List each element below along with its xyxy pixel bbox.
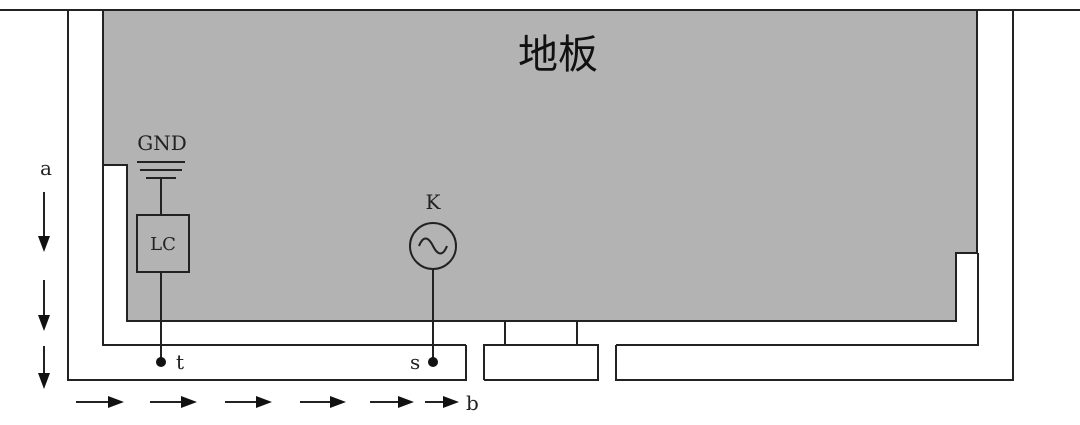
point-s-dot: [428, 357, 438, 367]
point-t-label: t: [176, 350, 184, 374]
lc-label: LC: [150, 234, 176, 255]
arrow-right-icon: [76, 396, 124, 408]
arrow-right-icon: [425, 396, 459, 408]
arrow-down-icon: [38, 346, 50, 389]
arrow-right-icon: [150, 396, 197, 408]
source-k-label: K: [426, 190, 442, 214]
gnd-label: GND: [137, 131, 187, 155]
point-t-dot: [156, 357, 166, 367]
arrow-right-icon: [370, 396, 414, 408]
floor-title: 地板: [518, 32, 598, 78]
arrow-down-icon: [38, 192, 50, 252]
floor-slab: [102, 9, 978, 322]
outer-frame: [67, 10, 1014, 381]
direction-b-label: b: [466, 391, 479, 415]
arrow-down-icon: [38, 280, 50, 331]
lc-box: [136, 214, 190, 273]
arrow-right-icon: [225, 396, 272, 408]
arrow-right-icon: [300, 396, 346, 408]
point-s-label: s: [410, 350, 420, 374]
direction-a-label: a: [40, 156, 52, 180]
